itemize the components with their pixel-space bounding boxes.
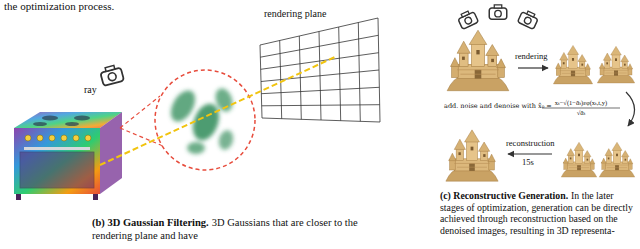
time-label: 15s — [522, 158, 534, 168]
subfigure-caption: (c) Reconstructive Generation.In the lat… — [440, 190, 638, 236]
camera-icon — [99, 64, 124, 86]
oven-handle — [24, 147, 90, 150]
stove-side — [100, 112, 122, 194]
rendering-plane-grid — [260, 18, 380, 122]
burner — [74, 116, 90, 121]
burners — [33, 116, 90, 127]
stove-front — [14, 128, 100, 194]
formula-numerator: xₜ−√(1−ᾱₜ)εφ(xₜ,t,y) — [542, 99, 620, 106]
loop-arrow — [626, 92, 635, 126]
fraction-bar — [542, 108, 620, 109]
gaussian — [187, 142, 205, 154]
knob — [85, 135, 91, 141]
formula-denominator: √ᾱₜ — [542, 109, 620, 116]
arrow-label: reconstruction — [506, 139, 555, 149]
burner — [33, 122, 47, 126]
knob — [37, 135, 43, 141]
sandcastle — [447, 30, 509, 90]
rendering-arrow — [518, 67, 548, 68]
gaussian — [212, 86, 235, 114]
stove-knobs — [25, 135, 91, 141]
zoom-circle — [155, 70, 255, 170]
arrow-label: rendering — [515, 52, 548, 62]
formula-text: add. noise and denoise with x̂₀ = — [444, 103, 552, 110]
reconstruction-arrow — [508, 153, 552, 154]
knob — [25, 135, 31, 141]
stove-leg — [16, 194, 21, 200]
ray-label: ray — [84, 84, 97, 96]
cropped-text: the optimization process. — [4, 0, 114, 13]
grid-lines — [280, 23, 361, 122]
caption-title: (b) 3D Gaussian Filtering. — [92, 217, 209, 228]
stove-leg — [93, 194, 98, 200]
sandcastle — [561, 142, 596, 177]
gaussians — [166, 86, 236, 154]
knob — [49, 135, 55, 141]
burner — [65, 122, 79, 126]
plane-label: rendering plane — [264, 8, 326, 20]
subfigure-caption: (b) 3D Gaussian Filtering.3D Gaussians t… — [92, 216, 382, 242]
camera-icon — [457, 9, 479, 29]
ray-line — [100, 57, 335, 165]
plane-outline — [260, 18, 380, 122]
oven-door — [20, 152, 94, 188]
grid-lines — [260, 35, 379, 106]
knob — [61, 135, 67, 141]
sandcastle — [597, 46, 634, 83]
knob — [73, 135, 79, 141]
gaussian — [217, 129, 236, 152]
camera-icon — [489, 5, 507, 19]
stove-illustration — [14, 112, 122, 200]
sandcastle — [599, 142, 634, 177]
burner — [42, 116, 58, 121]
camera-icon — [517, 9, 539, 29]
sandcastle — [553, 45, 592, 84]
caption-title: (c) Reconstructive Generation. — [440, 190, 568, 201]
sandcastle — [446, 130, 498, 181]
